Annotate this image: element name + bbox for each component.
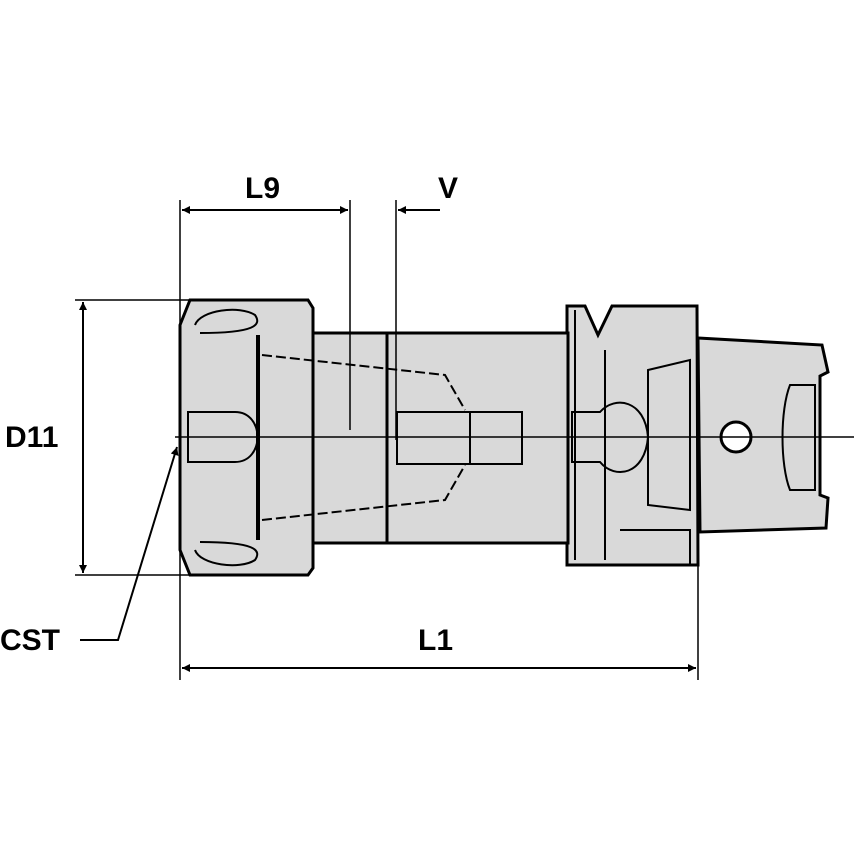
main-body <box>383 331 570 545</box>
l1-label: L1 <box>418 624 454 657</box>
hsk-shank <box>696 336 830 534</box>
v-label: V <box>438 172 459 205</box>
cst-leader <box>80 446 179 641</box>
flange <box>565 304 700 567</box>
d11-label: D11 <box>5 421 59 454</box>
dimension-lines <box>75 200 699 680</box>
l9-label: L9 <box>245 172 281 205</box>
cst-label: CST <box>0 624 60 657</box>
